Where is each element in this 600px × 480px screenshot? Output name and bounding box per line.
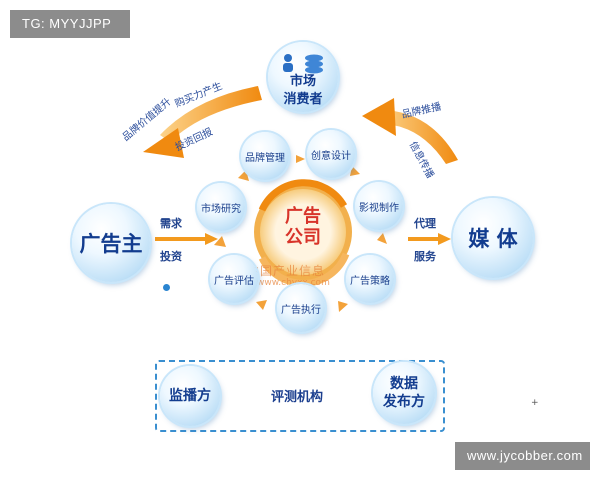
ring-arrow-7 xyxy=(238,170,249,181)
center-company-title: 广告 公司 xyxy=(273,206,333,248)
watermark-top-left: TG: MYYJJPP xyxy=(10,10,130,38)
demand-label: 需求 xyxy=(160,217,182,230)
left-curved-arrowhead xyxy=(143,128,184,158)
video-production-label: 影视制作 xyxy=(359,202,399,214)
center-swirl-top xyxy=(258,179,348,212)
ad-execution-label: 广告执行 xyxy=(281,304,321,316)
consumer-icon xyxy=(280,52,326,78)
center-title-text: 广告 公司 xyxy=(285,206,321,248)
invest-label: 投资 xyxy=(160,250,182,263)
ring-arrow-4 xyxy=(338,301,348,312)
brand-management-label: 品牌管理 xyxy=(245,152,285,164)
ring-node-creative-design: 创意设计 xyxy=(307,130,355,178)
ring-node-ad-strategy: 广告策略 xyxy=(346,255,394,303)
ad-evaluation-label: 广告评估 xyxy=(214,275,254,287)
left-curved-arrow xyxy=(160,86,262,142)
advertiser-node: 广告主 xyxy=(72,204,150,282)
watermark-bottom-right: www.jycobber.com xyxy=(455,442,590,470)
media-arrowhead xyxy=(438,233,451,245)
ring-arrow-6 xyxy=(214,236,226,247)
center-watermark-cn: 中国产业信息 xyxy=(247,264,326,278)
advertiser-arrowhead xyxy=(205,233,218,245)
ring-arrow-2 xyxy=(350,166,360,176)
center-watermark-url: www.chyxx.com xyxy=(257,278,330,288)
blue-dot xyxy=(163,284,170,291)
evaluation-agency-label: 评测机构 xyxy=(271,390,324,405)
right-curved-arrow xyxy=(380,110,458,164)
media-arrow-shaft xyxy=(408,237,438,241)
market-research-label: 市场研究 xyxy=(201,203,241,215)
media-label: 媒 体 xyxy=(468,227,518,251)
data-publisher-node: 数据 发布方 xyxy=(373,362,435,424)
evaluation-box xyxy=(155,360,445,432)
advertiser-label: 广告主 xyxy=(79,232,143,256)
ring-arrow-3 xyxy=(377,233,387,244)
ring-node-ad-execution: 广告执行 xyxy=(277,284,325,332)
media-node: 媒 体 xyxy=(453,198,533,278)
ring-node-market-research: 市场研究 xyxy=(197,183,245,231)
consumer-label: 市场 消费者 xyxy=(283,74,323,107)
creative-design-label: 创意设计 xyxy=(311,150,351,162)
agent-label: 代理 xyxy=(414,217,436,230)
advertiser-arrow-shaft xyxy=(155,237,205,241)
data-publisher-label: 数据 发布方 xyxy=(383,376,425,410)
ring-node-video-production: 影视制作 xyxy=(355,182,403,230)
plus-mark: + xyxy=(531,398,539,408)
ring-arrow-5 xyxy=(256,300,267,310)
monitor-label: 监播方 xyxy=(169,388,211,404)
right-curved-arrowhead xyxy=(362,98,396,136)
ring-arrow-1 xyxy=(296,155,305,163)
ring-node-ad-evaluation: 广告评估 xyxy=(210,255,258,303)
consumer-node: 市场 消费者 xyxy=(268,42,338,112)
ring-node-brand-management: 品牌管理 xyxy=(241,132,289,180)
center-swirl-bottom xyxy=(258,252,350,287)
ad-strategy-label: 广告策略 xyxy=(350,275,390,287)
service-label: 服务 xyxy=(414,250,436,263)
monitor-node: 监播方 xyxy=(160,366,220,426)
